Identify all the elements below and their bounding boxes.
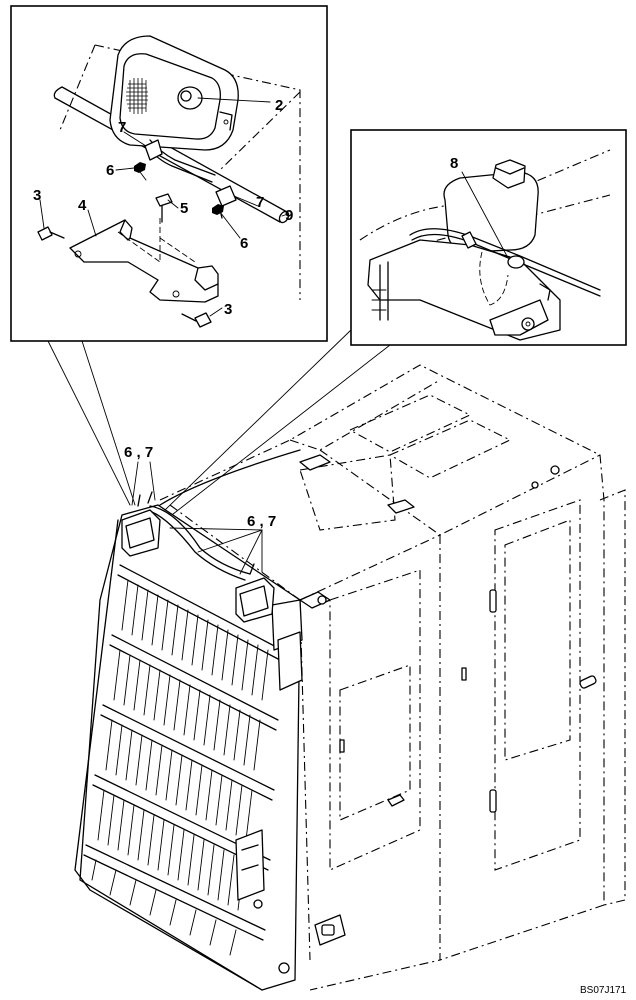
front-guard <box>74 504 331 991</box>
callout-3-lower: 3 <box>224 301 232 318</box>
callout-6-lower: 6 <box>240 235 248 252</box>
bolt-5 <box>155 193 173 223</box>
callout-4: 4 <box>78 197 87 214</box>
callout-7-upper: 7 <box>118 119 126 136</box>
roof-handles <box>299 454 560 514</box>
light-harness <box>149 449 301 581</box>
harness-clip-right <box>212 185 237 219</box>
work-light-right <box>235 563 275 623</box>
guard-grille <box>91 579 269 956</box>
harness-clip-left <box>134 139 216 183</box>
detail-a-leaders <box>39 97 289 317</box>
bolt-3-lower <box>181 312 212 328</box>
harness-loop <box>409 228 601 306</box>
figure-code: BS07J171 <box>580 985 627 996</box>
callout-6-upper: 6 <box>106 162 114 179</box>
lens-grid <box>126 78 148 114</box>
cab-outline <box>159 364 626 991</box>
callout-3-upper: 3 <box>33 187 41 204</box>
callout-9: 9 <box>285 207 293 224</box>
step-light <box>314 914 346 946</box>
detail-connectors <box>47 329 391 519</box>
callout-6-7-upper: 6 , 7 <box>124 444 153 461</box>
callout-5: 5 <box>180 200 188 217</box>
bracket-part <box>69 218 219 303</box>
work-light-lamp <box>109 35 239 151</box>
door-handles <box>339 589 597 813</box>
work-light-left <box>121 491 161 557</box>
callout-8: 8 <box>450 155 458 172</box>
callout-6-7-lower: 6 , 7 <box>247 513 276 530</box>
leader-8 <box>461 171 509 259</box>
operator-cab: 6 , 7 6 , 7 <box>74 364 626 991</box>
main-leaders <box>131 461 263 575</box>
detail-b-panel: 8 <box>350 129 627 346</box>
callout-2: 2 <box>275 97 283 114</box>
tube-part <box>53 86 290 224</box>
bolt-3-upper <box>37 226 65 241</box>
detail-a-panel: 2 7 6 3 4 5 7 9 6 3 <box>10 5 328 342</box>
callout-7-lower: 7 <box>256 194 264 211</box>
